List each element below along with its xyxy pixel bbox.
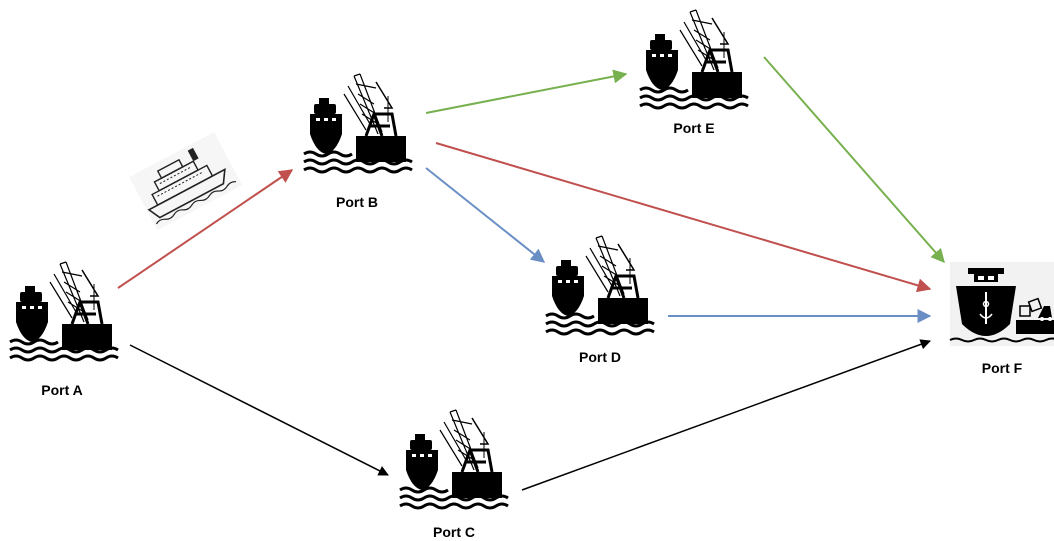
route-b-f[interactable] bbox=[435, 142, 932, 293]
port-b-label: Port B bbox=[336, 194, 378, 210]
port-a-label: Port A bbox=[41, 382, 82, 398]
route-b-e[interactable] bbox=[425, 69, 628, 114]
port-crane-ship-icon bbox=[398, 408, 510, 510]
port-d-label: Port D bbox=[579, 349, 621, 365]
port-b[interactable]: Port B bbox=[302, 72, 414, 210]
port-f-label: Port F bbox=[982, 360, 1023, 376]
port-crane-ship-icon bbox=[302, 72, 414, 174]
port-a[interactable]: Port A bbox=[8, 260, 120, 398]
port-crane-ship-icon bbox=[638, 8, 750, 110]
port-c-label: Port C bbox=[433, 524, 475, 540]
port-c[interactable]: Port C bbox=[398, 408, 510, 540]
port-d[interactable]: Port D bbox=[544, 234, 656, 365]
cruise-ship-icon bbox=[129, 132, 243, 231]
route-b-d[interactable] bbox=[425, 167, 546, 263]
route-c-f[interactable] bbox=[521, 339, 931, 491]
port-crane-ship-icon bbox=[8, 260, 120, 362]
route-e-f[interactable] bbox=[763, 56, 945, 264]
port-crane-ship-icon bbox=[544, 234, 656, 336]
route-a-c[interactable] bbox=[129, 344, 389, 476]
port-e-label: Port E bbox=[673, 120, 714, 136]
port-f[interactable]: Port F bbox=[949, 262, 1054, 376]
route-a-b[interactable] bbox=[117, 169, 294, 289]
routes bbox=[117, 56, 945, 491]
cargo-ship-terminal-icon bbox=[949, 262, 1054, 346]
port-e[interactable]: Port E bbox=[638, 8, 750, 136]
